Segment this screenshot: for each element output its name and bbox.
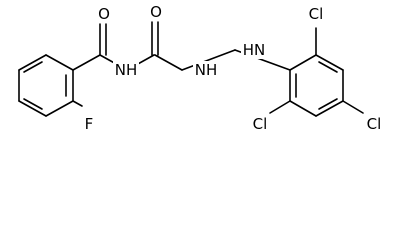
bond: [318, 98, 338, 110]
bond: [18, 100, 47, 117]
bond: [72, 54, 101, 71]
atom-label: O: [150, 3, 162, 21]
bond: [181, 49, 236, 71]
atom-label: HN: [243, 41, 266, 59]
bond: [154, 54, 183, 71]
bond: [72, 100, 83, 107]
bond: [342, 100, 364, 114]
bond: [315, 100, 344, 117]
atom-label: F: [85, 115, 94, 133]
atom-f1: F: [82, 115, 96, 133]
bond: [23, 98, 43, 110]
bond: [18, 54, 47, 71]
bond: [45, 54, 74, 71]
bond: [45, 100, 74, 117]
atom-cl2: Cl: [249, 115, 271, 133]
atom-labels: O O NH NH HN F Cl Cl: [82, 3, 385, 133]
atom-nh1: NH: [113, 61, 139, 79]
chemical-structure-diagram: O O NH NH HN F Cl Cl: [18, 3, 385, 133]
atom-label: Cl: [253, 115, 268, 133]
atom-nh2: NH: [193, 61, 219, 79]
bond: [289, 100, 317, 117]
atom-cl1: Cl: [305, 5, 327, 23]
atom-label: Cl: [367, 115, 382, 133]
atom-label: Cl: [309, 5, 324, 23]
atom-label: NH: [195, 61, 218, 79]
bond: [269, 100, 291, 114]
atom-cl3: Cl: [363, 115, 385, 133]
atom-hn3: HN: [241, 41, 267, 59]
bonds: [18, 21, 364, 117]
atom-label: O: [98, 5, 110, 23]
atom-o1: O: [95, 5, 111, 23]
bond: [318, 61, 338, 73]
bond: [315, 54, 344, 71]
atom-label: NH: [115, 61, 138, 79]
atom-o2: O: [147, 3, 163, 21]
bond: [23, 61, 43, 73]
bond: [289, 54, 317, 71]
